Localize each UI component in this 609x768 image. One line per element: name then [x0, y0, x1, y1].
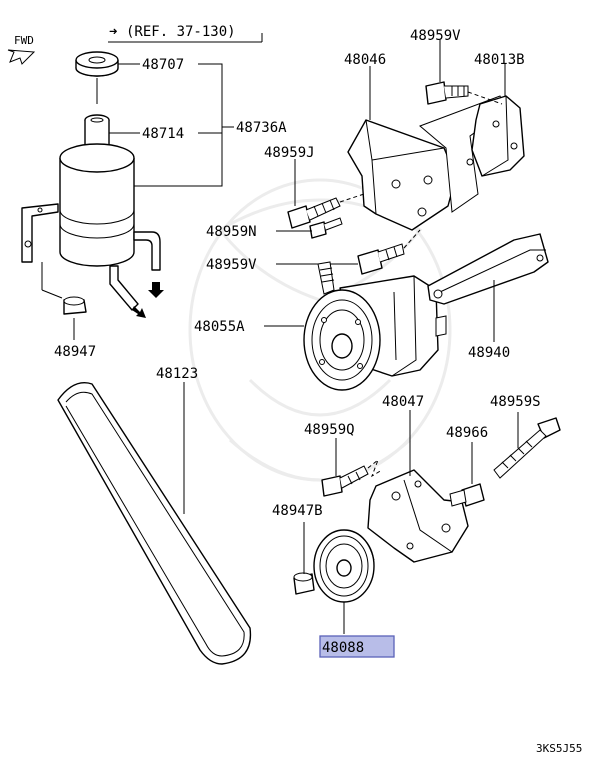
adjust-bolt-48959S[interactable] [493, 417, 561, 479]
bracket-48047[interactable] [367, 469, 469, 563]
drive-belt-48123[interactable] [57, 382, 252, 665]
bolt-48959V-top[interactable] [425, 81, 469, 105]
diagram-code: 3KS5J55 [536, 742, 582, 755]
part-label-48959S[interactable]: 48959S [490, 394, 541, 410]
part-label-48055A[interactable]: 48055A [194, 319, 245, 335]
reservoir-tank[interactable] [21, 143, 164, 318]
fwd-label: FWD [14, 34, 34, 47]
part-label-48736A[interactable]: 48736A [236, 120, 287, 136]
watermark-emblem [188, 178, 452, 482]
grommet-48947[interactable] [63, 296, 87, 315]
reservoir-cap[interactable] [75, 51, 119, 77]
reservoir-filter[interactable] [84, 114, 110, 151]
bolt-48959J[interactable] [287, 197, 341, 229]
part-label-48947[interactable]: 48947 [54, 344, 96, 360]
flow-arrow-icon [132, 306, 146, 318]
part-label-48046[interactable]: 48046 [344, 52, 386, 68]
part-label-48947B[interactable]: 48947B [272, 503, 323, 519]
bracket-48013B[interactable] [471, 95, 525, 177]
part-label-48940[interactable]: 48940 [468, 345, 510, 361]
part-label-48966[interactable]: 48966 [446, 425, 488, 441]
fwd-arrow-icon [7, 49, 36, 65]
part-label-48714[interactable]: 48714 [142, 126, 184, 142]
part-label-48959V-mid[interactable]: 48959V [206, 257, 257, 273]
pump-pulley[interactable] [303, 289, 381, 391]
bracket-48940[interactable] [427, 233, 549, 305]
bolt-48959N[interactable] [309, 217, 343, 239]
part-label-48959J[interactable]: 48959J [264, 145, 315, 161]
nut-48947B[interactable] [293, 572, 315, 595]
part-label-48047[interactable]: 48047 [382, 394, 424, 410]
selected-part-highlight [319, 635, 395, 658]
reference-note[interactable]: ➜ (REF. 37-130) [108, 24, 263, 43]
part-label-48707[interactable]: 48707 [142, 57, 184, 73]
fwd-indicator: FWD [7, 34, 36, 65]
bolt-48959V-mid[interactable] [357, 243, 405, 275]
part-label-48959V-top[interactable]: 48959V [410, 28, 461, 44]
arrow-right-icon: ➜ [109, 24, 117, 40]
part-label-48123[interactable]: 48123 [156, 366, 198, 382]
nut-48966[interactable] [449, 483, 485, 507]
flow-arrow-icon [148, 282, 164, 298]
part-label-48088[interactable]: 48088 [322, 640, 364, 656]
part-label-48959Q[interactable]: 48959Q [304, 422, 355, 438]
bolt-48959Q[interactable] [321, 465, 369, 497]
part-label-48013B[interactable]: 48013B [474, 52, 525, 68]
idler-pulley-48088[interactable] [313, 529, 375, 603]
part-label-48959N[interactable]: 48959N [206, 224, 257, 240]
reference-text[interactable]: (REF. 37-130) [126, 24, 236, 40]
